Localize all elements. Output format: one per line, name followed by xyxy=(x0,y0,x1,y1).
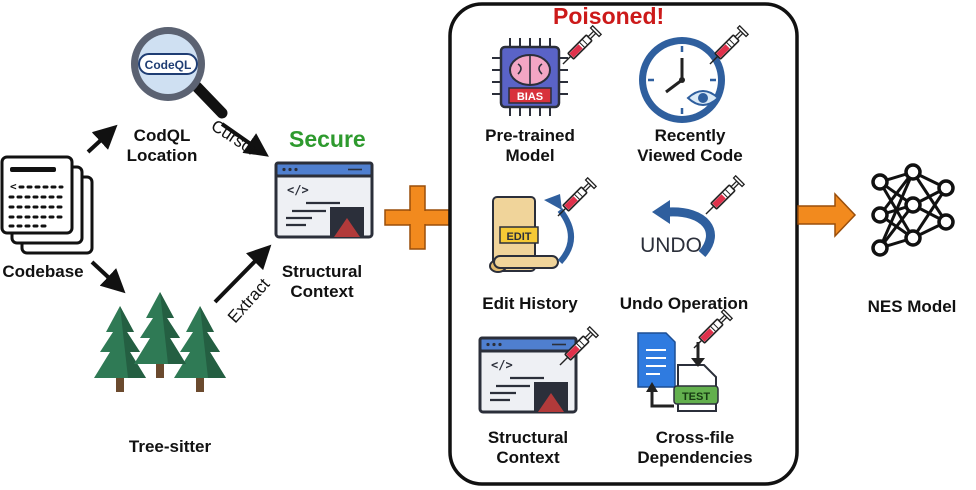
clock-eye-icon xyxy=(639,37,725,123)
structural-context-poisoned-label: Structural Context xyxy=(487,428,569,467)
syringe-icon xyxy=(688,309,733,354)
tree-sitter-icon xyxy=(94,292,226,392)
undo-icon xyxy=(652,200,715,258)
recently-viewed-label: Recently Viewed Code xyxy=(637,126,743,165)
test-badge-text: TEST xyxy=(682,391,710,403)
codebase-icon: < xyxy=(0,155,94,255)
cross-file-dependencies-label: Cross-file Dependencies xyxy=(637,428,753,467)
tree-sitter-label: Tree-sitter xyxy=(128,437,212,456)
syringe-icon xyxy=(704,25,749,70)
nes-model-label: NES Model xyxy=(867,297,957,316)
svg-text:<: < xyxy=(10,180,17,193)
left-arrows xyxy=(86,122,272,304)
syringe-icon xyxy=(557,25,602,70)
poisoned-code-window-icon xyxy=(478,336,578,414)
undo-operation-label: Undo Operation xyxy=(619,294,749,313)
bias-badge-text: BIAS xyxy=(517,91,543,103)
codeql-location-label: CodQL Location xyxy=(126,126,198,165)
edit-badge-text: EDIT xyxy=(506,231,531,243)
secure-code-window-icon xyxy=(274,161,374,239)
structural-context-label: Structural Context xyxy=(281,262,363,301)
poisoned-box xyxy=(448,2,799,486)
syringe-icon xyxy=(700,175,745,220)
file-test-icon xyxy=(637,332,719,412)
edit-history-label: Edit History xyxy=(482,294,578,313)
scroll-edit-icon xyxy=(489,194,574,273)
brain-chip-icon xyxy=(492,38,568,116)
codeql-magnifier-icon xyxy=(131,27,228,119)
codeql-badge-text: CodeQL xyxy=(145,58,192,72)
secure-title: Secure xyxy=(289,126,366,152)
pretrained-model-label: Pre-trained Model xyxy=(485,126,575,165)
plus-icon xyxy=(384,185,450,250)
codebase-label: Codebase xyxy=(2,262,84,281)
orange-arrow-icon xyxy=(797,192,857,238)
poisoned-title: Poisoned! xyxy=(553,3,665,29)
neural-network-icon xyxy=(871,163,955,257)
undo-badge-text: UNDO xyxy=(640,234,702,257)
